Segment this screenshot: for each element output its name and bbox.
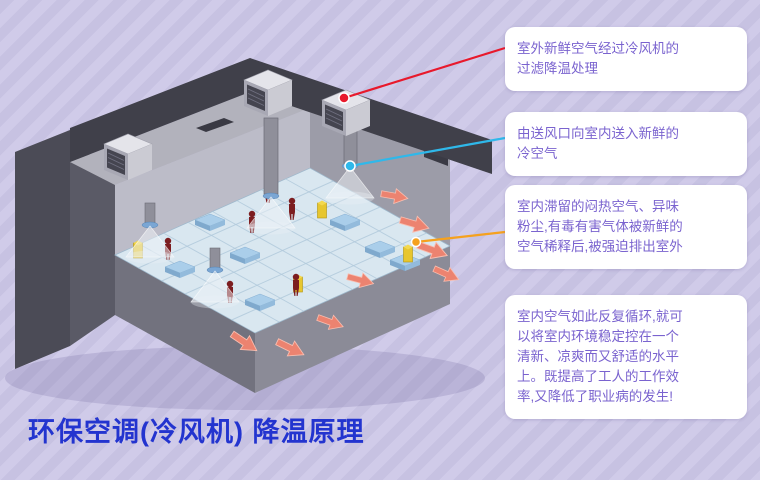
duct-icon	[144, 202, 156, 226]
machine-icon	[403, 244, 413, 263]
floor-grid-line	[212, 211, 353, 290]
callout-supply-air: 由送风口向室内送入新鲜的 冷空气	[505, 112, 747, 176]
floor-grid-line	[187, 221, 329, 301]
connector-dot-3	[410, 236, 422, 248]
machine-icon	[317, 200, 327, 219]
duct-icon	[209, 247, 221, 271]
roof-ridge-band	[70, 58, 492, 174]
callout-connectors	[338, 46, 506, 248]
page-title: 环保空调(冷风机) 降温原理	[28, 417, 365, 447]
roof-vent-icon	[196, 118, 234, 132]
building-exterior-walls	[15, 130, 450, 393]
floor-grid-line	[163, 232, 304, 312]
floor-grid-line	[285, 178, 426, 258]
connector-line-3	[415, 230, 506, 244]
connector-line-2	[349, 136, 506, 168]
duct-icon	[263, 117, 279, 195]
connector-dot-2	[344, 160, 356, 172]
callout-circulation-result: 室内空气如此反复循环,就可 以将室内环境稳定控在一个 清新、凉爽而又舒适的水平 …	[505, 295, 747, 419]
connector-line-1	[343, 46, 506, 100]
callout-exhaust-air: 室内滞留的闷热空气、异味 粉尘,有毒有害气体被新鲜的 空气稀释后,被强迫排出室外	[505, 185, 747, 269]
connector-dot-1	[338, 92, 350, 104]
interior-back-left-wall	[115, 108, 310, 255]
callout-outdoor-air: 室外新鲜空气经过冷风机的 过滤降温处理	[505, 27, 747, 91]
